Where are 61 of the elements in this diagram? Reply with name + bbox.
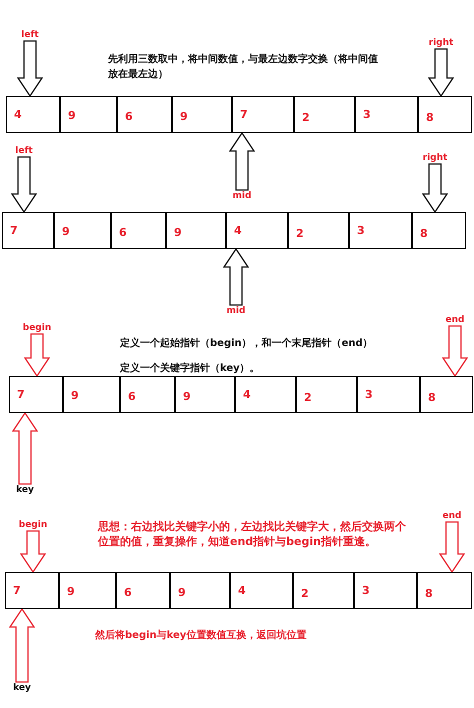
pointer-label: left — [21, 29, 39, 41]
array-cell: 6 — [111, 212, 166, 249]
pointer-label: end — [446, 314, 464, 326]
array-cell: 9 — [175, 376, 235, 413]
array-cell: 8 — [412, 212, 466, 249]
array-cell: 6 — [116, 572, 170, 609]
note-text: 定义一个起始指针（begin），和一个末尾指针（end） — [120, 336, 374, 351]
array-cell: 7 — [232, 96, 294, 133]
array-cell: 9 — [60, 96, 117, 133]
array-cell: 6 — [117, 96, 172, 133]
block-arrow — [442, 325, 468, 378]
pointer-label: mid — [232, 190, 252, 202]
array-cell: 6 — [120, 376, 175, 413]
array-cell: 3 — [354, 572, 417, 609]
pointer-label: mid — [226, 305, 246, 317]
block-arrow — [222, 248, 250, 306]
array-cell: 8 — [418, 96, 472, 133]
pointer-label: right — [422, 152, 448, 164]
array-cell: 9 — [172, 96, 232, 133]
array-cell: 2 — [296, 376, 357, 413]
note-text: 然后将begin与key位置数值互换，返回坑位置 — [95, 628, 308, 643]
pointer-label: key — [13, 682, 31, 694]
array-cell: 3 — [349, 212, 412, 249]
array-cell: 3 — [357, 376, 420, 413]
pointer-label: left — [15, 145, 33, 157]
array-cell: 4 — [230, 572, 293, 609]
array-cell: 8 — [420, 376, 473, 413]
block-arrow — [8, 608, 36, 683]
note-text: 思想：右边找比关键字小的，左边找比关键字大，然后交换两个位置的值，重复操作，知道end指针与begin指针重逢。 — [98, 519, 407, 549]
block-arrow — [228, 132, 256, 191]
block-arrow — [12, 412, 38, 485]
pointer-label: begin — [22, 322, 52, 334]
array-cell: 7 — [2, 212, 54, 249]
array-cell: 9 — [59, 572, 116, 609]
block-arrow — [428, 48, 454, 98]
pointer-label: right — [428, 37, 454, 49]
note-text: 定义一个关键字指针（key）。 — [120, 361, 261, 376]
array-cell: 4 — [226, 212, 288, 249]
array-cell: 9 — [54, 212, 111, 249]
array-cell: 3 — [355, 96, 418, 133]
array-cell: 4 — [6, 96, 60, 133]
array-cell: 9 — [63, 376, 120, 413]
array-cell: 7 — [5, 572, 59, 609]
array-cell: 7 — [9, 376, 63, 413]
array-cell: 9 — [170, 572, 230, 609]
array-cell: 8 — [417, 572, 472, 609]
block-arrow — [16, 40, 44, 98]
array-cell: 4 — [235, 376, 296, 413]
pointer-label: begin — [18, 519, 48, 531]
block-arrow — [24, 333, 50, 378]
array-cell: 2 — [293, 572, 354, 609]
block-arrow — [438, 521, 466, 574]
array-cell: 9 — [166, 212, 226, 249]
block-arrow — [10, 156, 38, 214]
pointer-label: end — [442, 510, 462, 522]
array-cell: 2 — [288, 212, 349, 249]
note-text: 先利用三数取中，将中间数值，与最左边数字交换（将中间值放在最左边） — [108, 52, 379, 82]
block-arrow — [20, 530, 46, 574]
block-arrow — [422, 163, 448, 214]
pointer-label: key — [16, 484, 34, 496]
array-cell: 2 — [294, 96, 355, 133]
